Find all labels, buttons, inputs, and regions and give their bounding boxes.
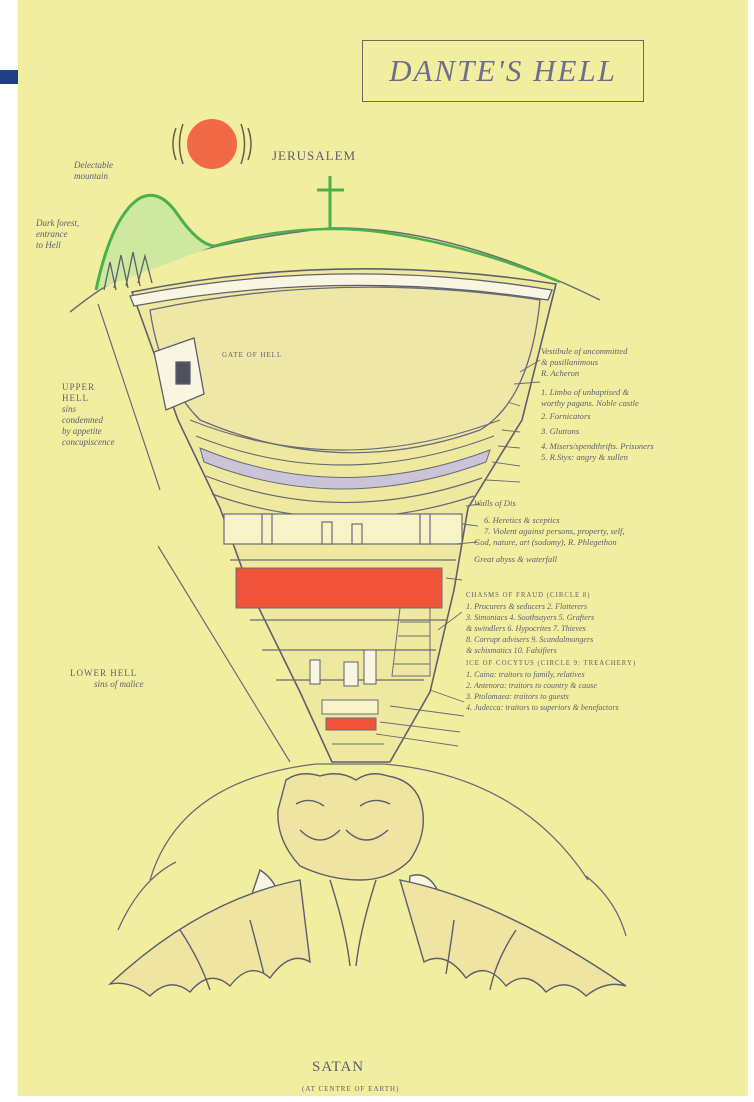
circle-label: & pusillanimous (541, 357, 654, 368)
circle-label: 4. Misers/spendthrifts. Prisoners (541, 441, 654, 452)
delectable-mountain (96, 195, 214, 290)
sun-icon (173, 119, 251, 169)
circle-label: God, nature, art (sodomy), R. Phlegethon (474, 537, 625, 548)
circle-label: & schismatics 10. Falsifiers (466, 645, 636, 656)
circle-label: R. Acheron (541, 368, 654, 379)
label-line: concupiscence (62, 437, 114, 448)
label-line: entrance (36, 229, 79, 240)
circle-label: 8. Corrupt advisers 9. Scandalmongers (466, 634, 636, 645)
circle-band-red (236, 568, 442, 608)
circle-label: ICE OF COCYTUS (CIRCLE 9: TREACHERY) (466, 658, 636, 669)
label-line: condemned (62, 415, 114, 426)
circle-label: & swindlers 6. Hypocrites 7. Thieves (466, 623, 636, 634)
circle-label: 3. Gluttons (541, 426, 654, 437)
label-line: sins (62, 404, 114, 415)
label-lower-hell: LOWER HELL sins of malice (70, 668, 144, 690)
circle-label: 2. Antenora: traitors to country & cause (466, 680, 636, 691)
circle-label: worthy pagans. Noble castle (541, 398, 654, 409)
circle-label: 4. Judecca: traitors to superiors & bene… (466, 702, 636, 713)
circle-label: 3. Ptolomaea: traitors to guests (466, 691, 636, 702)
circle-label: 3. Simoniacs 4. Soothsayers 5. Grafters (466, 612, 636, 623)
circle-band-red-lower (326, 718, 376, 730)
title-box: DANTE'S HELL (362, 40, 644, 102)
cross-icon (317, 176, 344, 228)
circle-label: 7. Violent against persons, property, se… (474, 526, 625, 537)
label-line: to Hell (36, 240, 79, 251)
circles-middle-list: Walls of Dis 6. Heretics & sceptics 7. V… (474, 498, 625, 565)
label-line: HELL (62, 393, 114, 404)
label-line: by appetite (62, 426, 114, 437)
label-satan-sub: (AT CENTRE OF EARTH) (302, 1084, 399, 1095)
label-upper-hell: UPPER HELL sins condemned by appetite co… (62, 382, 114, 448)
page-title: DANTE'S HELL (389, 53, 617, 89)
circle-label: CHASMS OF FRAUD (CIRCLE 8) (466, 590, 636, 601)
satan-wing-left (110, 880, 310, 996)
circle-label: 2. Fornicators (541, 411, 654, 422)
label-jerusalem: JERUSALEM (272, 150, 356, 161)
circle-label: 5. R.Styx: angry & sullen (541, 452, 654, 463)
circle-label: Walls of Dis (474, 498, 625, 509)
label-delectable-mountain: Delectable mountain (74, 160, 113, 182)
label-line: Dark forest, (36, 218, 79, 229)
circle-label: Vestibule of uncommitted (541, 346, 654, 357)
circle-label: 6. Heretics & sceptics (474, 515, 625, 526)
circle-label: 1. Limbo of unbaptised & (541, 387, 654, 398)
label-gate-of-hell: GATE OF HELL (222, 350, 282, 361)
label-line: Delectable (74, 160, 113, 171)
label-line: LOWER HELL (70, 668, 144, 679)
circle-label: 1. Caina: traitors to family, relatives (466, 669, 636, 680)
satan-wing-right (400, 880, 626, 996)
circles-upper-list: Vestibule of uncommitted & pusillanimous… (541, 346, 654, 463)
label-line: sins of malice (70, 679, 144, 690)
satan-figure (110, 774, 626, 996)
circle-label: 1. Procurers & seducers 2. Flatterers (466, 601, 636, 612)
label-line: UPPER (62, 382, 114, 393)
label-line: mountain (74, 171, 113, 182)
label-dark-forest: Dark forest, entrance to Hell (36, 218, 79, 251)
label-satan: SATAN (312, 1062, 364, 1073)
circle-label: Great abyss & waterfall (474, 554, 625, 565)
circles-lower-list: CHASMS OF FRAUD (CIRCLE 8) 1. Procurers … (466, 590, 636, 713)
